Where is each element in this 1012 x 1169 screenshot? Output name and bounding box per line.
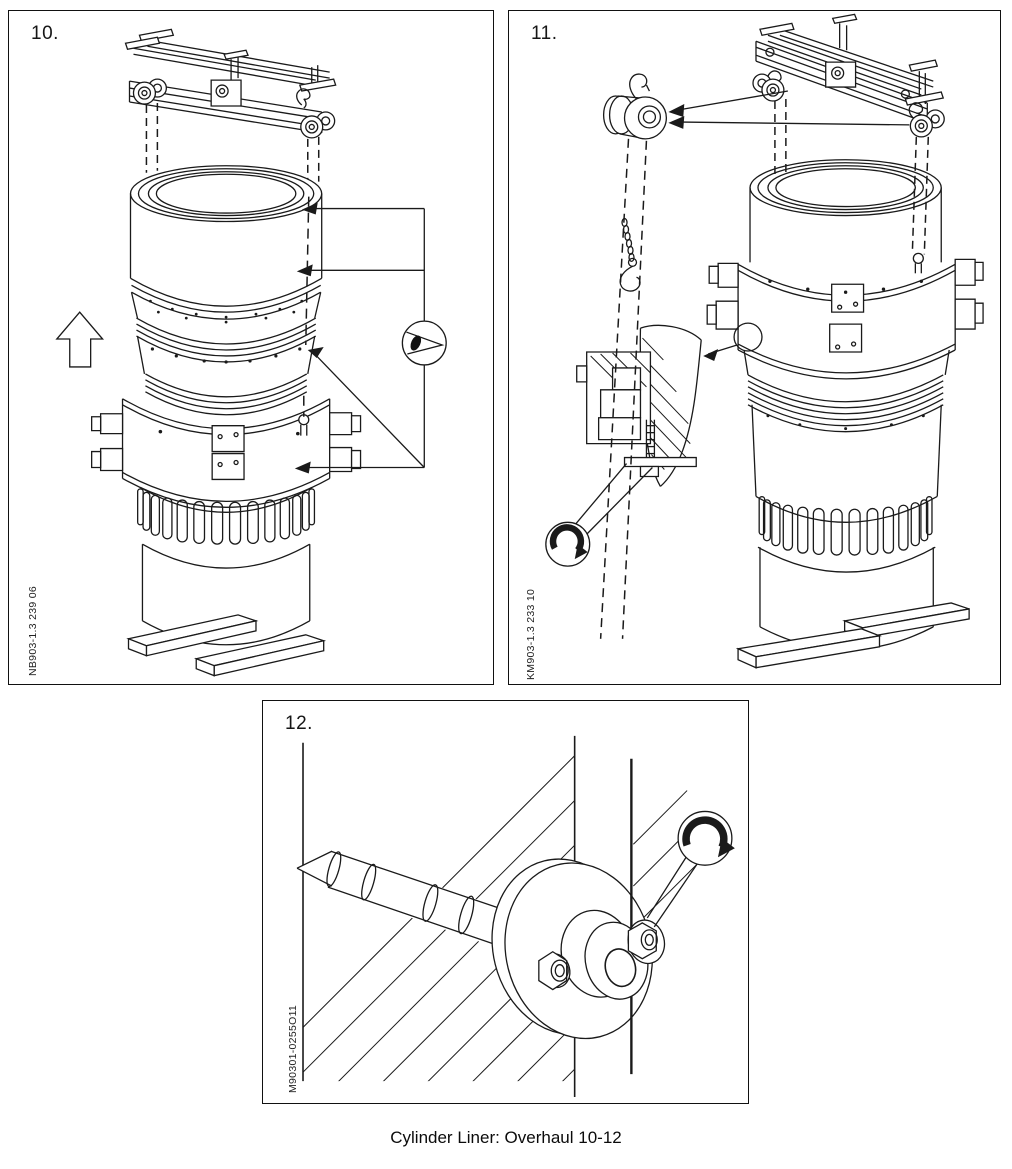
rotate-clockwise-icon xyxy=(546,464,653,567)
lifting-beam xyxy=(126,29,336,138)
liner-chains xyxy=(775,99,928,254)
pointer-arrows xyxy=(668,91,909,129)
beam-trolley-right xyxy=(297,89,335,138)
rotate-clockwise-icon xyxy=(647,811,735,926)
technical-drawing-chain-hoist xyxy=(509,11,1000,684)
wooden-skids xyxy=(738,603,969,668)
center-boss-and-nuts xyxy=(538,903,669,1006)
scavenge-port-band xyxy=(138,487,315,568)
scavenge-port-band xyxy=(756,496,937,572)
figure-number-12: 12. xyxy=(285,713,313,734)
chain-hoist xyxy=(604,74,667,139)
bolt-hole-dots xyxy=(149,299,304,364)
up-arrow-icon xyxy=(57,312,103,367)
beam-trolley-right xyxy=(909,103,944,137)
chain-front-dashes xyxy=(304,197,309,417)
eyebolt xyxy=(913,253,923,273)
hand-chain-and-hook xyxy=(620,219,640,291)
wooden-skids xyxy=(129,615,324,676)
figure-number-11: 11. xyxy=(531,23,558,44)
figure-panel-11: 11. KM903-1.3 233 10 xyxy=(508,10,1001,685)
guide-bracket-tool xyxy=(577,352,697,476)
figure-panel-10: 10. NB903-1.3 239 06 xyxy=(8,10,494,685)
visual-inspection-icon xyxy=(402,321,446,365)
page-caption: Cylinder Liner: Overhaul 10-12 xyxy=(390,1128,622,1147)
beam-trolley-left xyxy=(753,71,784,101)
lifting-chains xyxy=(146,103,318,184)
lifting-beam xyxy=(753,14,944,137)
beam-trolley-left xyxy=(133,79,166,104)
cylinder-liner xyxy=(92,166,361,648)
technical-drawing-stud-tool xyxy=(263,701,735,1103)
clamp-ring xyxy=(92,399,361,508)
technical-drawing-lifting-liner xyxy=(9,11,493,684)
figure-number-10: 10. xyxy=(31,23,59,44)
hoist-load-chains xyxy=(601,139,647,639)
detail-circle-arrow xyxy=(703,323,762,361)
cylinder-liner xyxy=(707,160,983,650)
clamp-ring xyxy=(707,259,983,379)
figure-panel-12: 12. M90301-0255O11 xyxy=(262,700,749,1104)
